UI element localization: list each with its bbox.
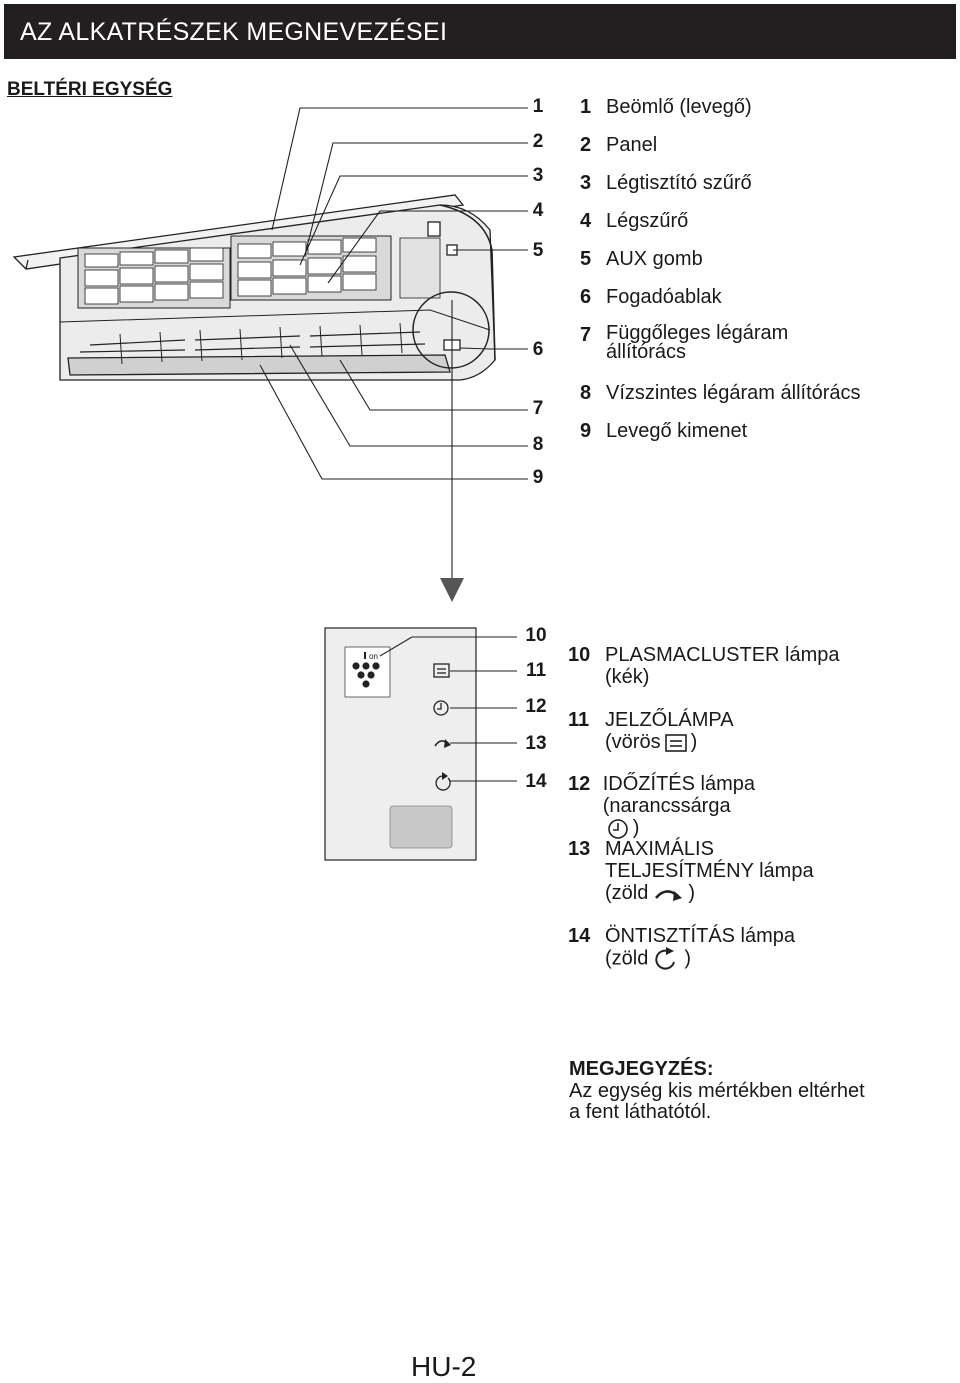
list-item: 1 Beömlő (levegő) (580, 96, 752, 119)
list-item: 6 Fogadóablak (580, 286, 722, 309)
callout-3: 3 (532, 165, 544, 186)
section-title: BELTÉRI EGYSÉG (7, 79, 173, 100)
callout-6: 6 (532, 339, 544, 360)
item-label-cont: állítórács (606, 341, 687, 363)
page-number: HU-2 (411, 1351, 477, 1382)
list-item: 14 ÖNTISZTÍTÁS lámpa(zöld) (568, 925, 795, 971)
item-number: 2 (580, 134, 592, 156)
item-label: PLASMACLUSTER lámpa (605, 644, 840, 666)
item-label: Légtisztító szűrő (606, 172, 752, 194)
callout-9: 9 (532, 467, 544, 488)
item-number: 11 (568, 709, 590, 731)
page-title: AZ ALKATRÉSZEK MEGNEVEZÉSEI (20, 18, 448, 46)
item-number: 3 (580, 172, 592, 194)
list-item: 11 JELZŐLÁMPA(vörös) (568, 709, 734, 753)
item-label: ÖNTISZTÍTÁS lámpa (605, 925, 796, 947)
item-label-cont: (zöld (605, 947, 649, 970)
panel-on-text: on (369, 652, 378, 661)
item-label-end: ) (684, 947, 692, 970)
page-header: AZ ALKATRÉSZEK MEGNEVEZÉSEI (4, 4, 956, 59)
list-item: 3 Légtisztító szűrő (580, 172, 752, 195)
item-label: IDŐZÍTÉS lámpa (602, 773, 756, 795)
item-label-end: ) (632, 817, 640, 839)
callout-12: 12 (525, 696, 547, 717)
filter-sign-icon (664, 733, 687, 752)
leader-lines (259, 107, 528, 602)
self-clean-lamp-icon (435, 772, 451, 791)
filter-mesh (84, 237, 377, 305)
callout-13: 13 (525, 733, 547, 754)
list-item: 8 Vízszintes légáram állítórács (580, 382, 861, 405)
item-number: 8 (580, 382, 592, 404)
list-item: 9 Levegő kimenet (580, 420, 747, 443)
item-label: Függőleges légáram (606, 322, 789, 344)
item-label: Vízszintes légáram állítórács (606, 382, 861, 404)
full-power-lamp-icon (434, 739, 451, 748)
item-label: Légszűrő (606, 210, 689, 232)
item-number: 1 (580, 96, 592, 118)
item-label: JELZŐLÁMPA (605, 709, 734, 731)
item-label-cont: (kék) (605, 666, 650, 688)
item-number: 14 (568, 925, 591, 947)
item-label-cont: TELJESÍTMÉNY lámpa (605, 860, 814, 882)
clock-icon (607, 818, 628, 839)
callout-11: 11 (525, 660, 547, 681)
item-number: 6 (580, 286, 592, 308)
display-zoom-circle (412, 291, 490, 369)
item-number: 10 (568, 644, 591, 666)
timer-lamp-icon (433, 700, 449, 716)
list-item: 5 AUX gomb (580, 248, 703, 271)
item-number: 7 (580, 324, 592, 346)
item-label-cont: (vörös (605, 731, 661, 753)
callout-7: 7 (532, 398, 544, 419)
indoor-unit-drawing (12, 194, 496, 381)
callout-2: 2 (532, 131, 544, 152)
callout-5: 5 (532, 240, 544, 261)
note-title: MEGJEGYZÉS: (569, 1058, 714, 1080)
callout-1: 1 (532, 96, 544, 117)
list-item: 2 Panel (580, 134, 657, 157)
item-label: Fogadóablak (606, 286, 722, 308)
item-label: Levegő kimenet (606, 420, 748, 442)
self-clean-icon (655, 947, 676, 970)
item-label-end: ) (688, 882, 696, 904)
down-arrow (440, 578, 464, 602)
callout-14: 14 (525, 771, 547, 792)
item-number: 4 (580, 210, 592, 232)
filter-lamp-icon (433, 663, 450, 678)
list-item: 10 PLASMACLUSTER lámpa(kék) (568, 644, 840, 688)
note-line: a fent láthatótól. (569, 1101, 712, 1123)
item-number: 13 (568, 838, 591, 860)
item-label: AUX gomb (606, 248, 703, 270)
item-label-end: ) (690, 731, 698, 753)
control-panel: on (324, 627, 517, 861)
full-power-icon (655, 889, 683, 901)
item-label-cont2: (zöld (605, 882, 649, 904)
callout-10: 10 (525, 625, 547, 646)
item-label: Panel (606, 134, 658, 156)
plasmacluster-lamp-icon (352, 652, 380, 688)
callout-4: 4 (532, 200, 544, 221)
item-number: 9 (580, 420, 592, 442)
item-number: 12 (568, 773, 591, 795)
receiver-window (389, 805, 453, 849)
list-item: 12 IDŐZÍTÉS lámpa(narancssárga) (568, 773, 757, 840)
air-outlet (67, 354, 451, 376)
item-label: Beömlő (levegő) (606, 96, 752, 118)
note-body: Az egység kis mértékben eltérhet a fent … (569, 1081, 929, 1123)
callout-8: 8 (532, 434, 544, 455)
item-label-cont: (narancssárga (602, 795, 731, 817)
item-label: MAXIMÁLIS (605, 838, 714, 860)
list-item: 4 Légszűrő (580, 210, 688, 233)
note-line: Az egység kis mértékben eltérhet (569, 1080, 865, 1102)
item-number: 5 (580, 248, 592, 270)
